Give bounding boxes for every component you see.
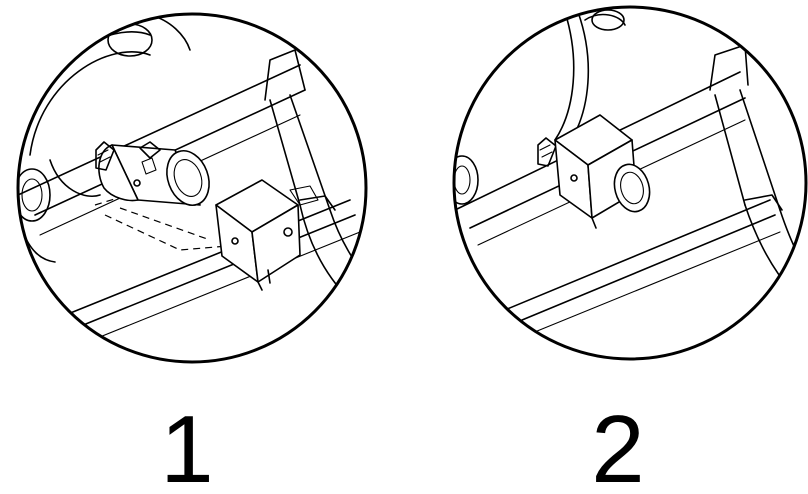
sensor-cylinder [95,141,210,206]
step-2-detail-view [454,9,806,339]
step-2-detail-border [452,5,808,361]
step-1-detail-border [16,12,368,364]
sensor-installed [537,114,651,229]
step-2-panel: 2 [452,5,808,494]
step-1-detail-view [18,14,366,346]
step-1-number: 1 [160,396,213,494]
mounting-bracket [215,179,301,291]
step-1-panel: 1 [16,12,368,494]
step-2-number: 2 [591,396,644,494]
